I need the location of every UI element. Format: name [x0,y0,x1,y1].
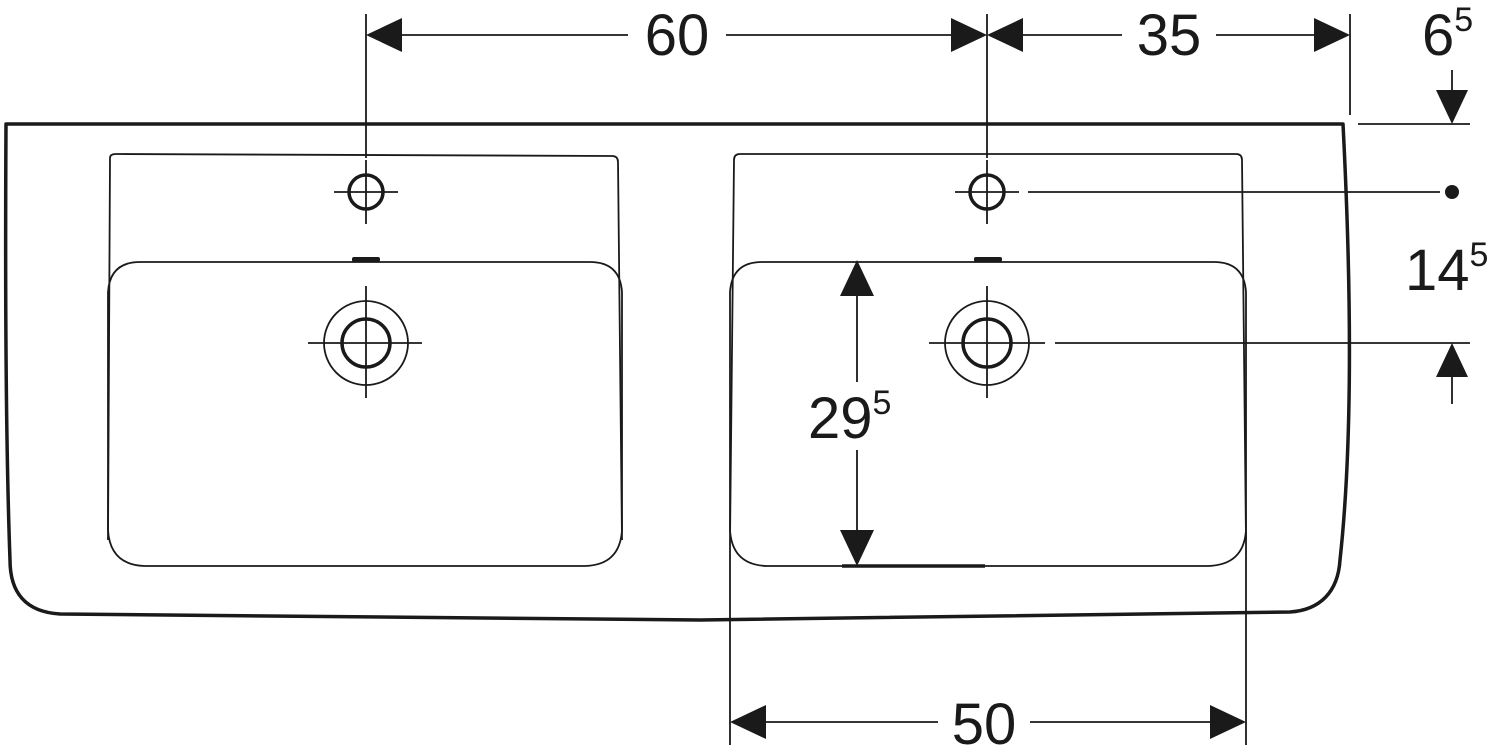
right-basin-bowl [729,261,1247,567]
right-basin-rim [729,153,1247,541]
extension-lines [365,14,1470,745]
dimension-label-35: 35 [1137,3,1202,68]
left-basin-rim [107,153,623,541]
dimension-hole-to-edge: 35 [987,3,1350,68]
dimension-basin-width: 50 [730,692,1246,747]
washbasin-outline [3,122,1352,622]
dimension-drain-to-bottom: 295 [808,260,891,566]
dimension-hole-spacing: 60 [366,3,987,68]
right-tap-hole [955,160,1019,224]
dimension-hole-to-drain: 145 [1405,236,1488,404]
left-basin [107,153,623,567]
left-drain [308,286,422,398]
right-basin [729,153,1247,567]
right-drain [929,286,1045,398]
dimension-label-60: 60 [645,3,710,68]
dimension-edge-to-hole-row: 65 [1422,1,1473,199]
left-overflow-slot [352,257,380,262]
right-overflow-slot [974,257,1002,262]
left-basin-bowl [107,261,623,567]
left-tap-hole [334,160,398,224]
dimension-label-29-5: 295 [808,384,891,451]
dimension-label-14-5: 145 [1405,236,1488,303]
dimension-label-6-5: 65 [1422,1,1473,68]
dimension-label-50: 50 [952,692,1017,747]
